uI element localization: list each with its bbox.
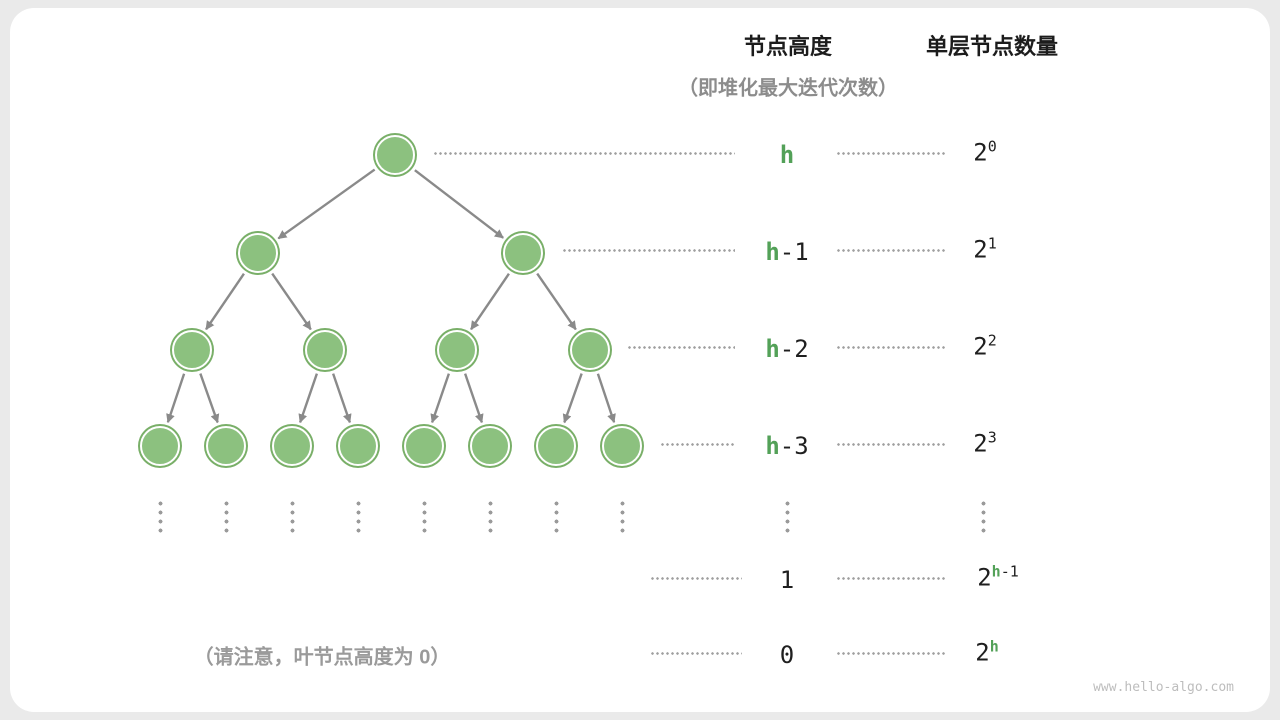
tree-node bbox=[470, 426, 510, 466]
ellipsis-vertical bbox=[619, 499, 625, 533]
watermark: www.hello-algo.com bbox=[1093, 680, 1234, 695]
count-column-title: 单层节点数量 bbox=[925, 34, 1059, 59]
ellipsis-vertical bbox=[487, 499, 493, 533]
tree-node bbox=[437, 330, 477, 370]
height-label-h-2: h-2 bbox=[765, 335, 809, 363]
height-label-h-1: h-1 bbox=[765, 238, 809, 266]
height-label-h-3: h-3 bbox=[765, 432, 809, 460]
tree-node bbox=[305, 330, 345, 370]
tree-node bbox=[570, 330, 610, 370]
ellipsis-vertical bbox=[289, 499, 295, 533]
ellipsis-vertical bbox=[355, 499, 361, 533]
count-label-2-pow-1: 21 bbox=[973, 234, 997, 264]
exponent: 1 bbox=[987, 234, 997, 253]
height-column-title: 节点高度 bbox=[743, 34, 833, 59]
height-h-symbol: h bbox=[779, 141, 795, 169]
dotted-connector bbox=[660, 443, 735, 446]
dotted-connector bbox=[650, 577, 742, 580]
height-column-subtitle: （即堆化最大迭代次数） bbox=[678, 77, 898, 100]
ellipsis-vertical bbox=[223, 499, 229, 533]
exponent: 2 bbox=[987, 331, 997, 350]
dotted-connector bbox=[433, 152, 735, 155]
ellipsis-vertical bbox=[980, 499, 986, 533]
tree-node bbox=[375, 135, 415, 175]
height-label-1: 1 bbox=[779, 566, 795, 594]
count-label-2-pow-h: 2h bbox=[975, 637, 999, 667]
ellipsis-vertical bbox=[784, 499, 790, 533]
exponent: h-1 bbox=[991, 562, 1019, 581]
tree-node bbox=[404, 426, 444, 466]
dotted-connector bbox=[836, 346, 946, 349]
count-label-2-pow-2: 22 bbox=[973, 331, 997, 361]
ellipsis-vertical bbox=[157, 499, 163, 533]
tree-node bbox=[602, 426, 642, 466]
tree-node bbox=[206, 426, 246, 466]
dotted-connector bbox=[836, 577, 946, 580]
exponent: 3 bbox=[987, 428, 997, 447]
dotted-connector bbox=[836, 249, 946, 252]
dotted-connector bbox=[836, 652, 946, 655]
count-label-2-pow-h-1: 2h-1 bbox=[977, 562, 1019, 592]
dotted-connector bbox=[836, 443, 946, 446]
tree-node bbox=[338, 426, 378, 466]
dotted-connector bbox=[650, 652, 742, 655]
exponent: h bbox=[989, 637, 999, 656]
ellipsis-vertical bbox=[421, 499, 427, 533]
count-label-2-pow-0: 20 bbox=[973, 137, 997, 167]
dotted-connector bbox=[627, 346, 735, 349]
height-label-h: h bbox=[780, 141, 794, 169]
dotted-connector bbox=[836, 152, 946, 155]
count-label-2-pow-3: 23 bbox=[973, 428, 997, 458]
ellipsis-vertical bbox=[553, 499, 559, 533]
tree-node bbox=[272, 426, 312, 466]
tree-node bbox=[140, 426, 180, 466]
diagram-card bbox=[10, 8, 1270, 712]
leaf-height-note: （请注意，叶节点高度为 0） bbox=[193, 646, 451, 669]
exponent: 0 bbox=[987, 137, 997, 156]
dotted-connector bbox=[562, 249, 735, 252]
tree-node bbox=[172, 330, 212, 370]
height-label-0: 0 bbox=[779, 641, 795, 669]
tree-node bbox=[238, 233, 278, 273]
tree-node bbox=[503, 233, 543, 273]
tree-node bbox=[536, 426, 576, 466]
